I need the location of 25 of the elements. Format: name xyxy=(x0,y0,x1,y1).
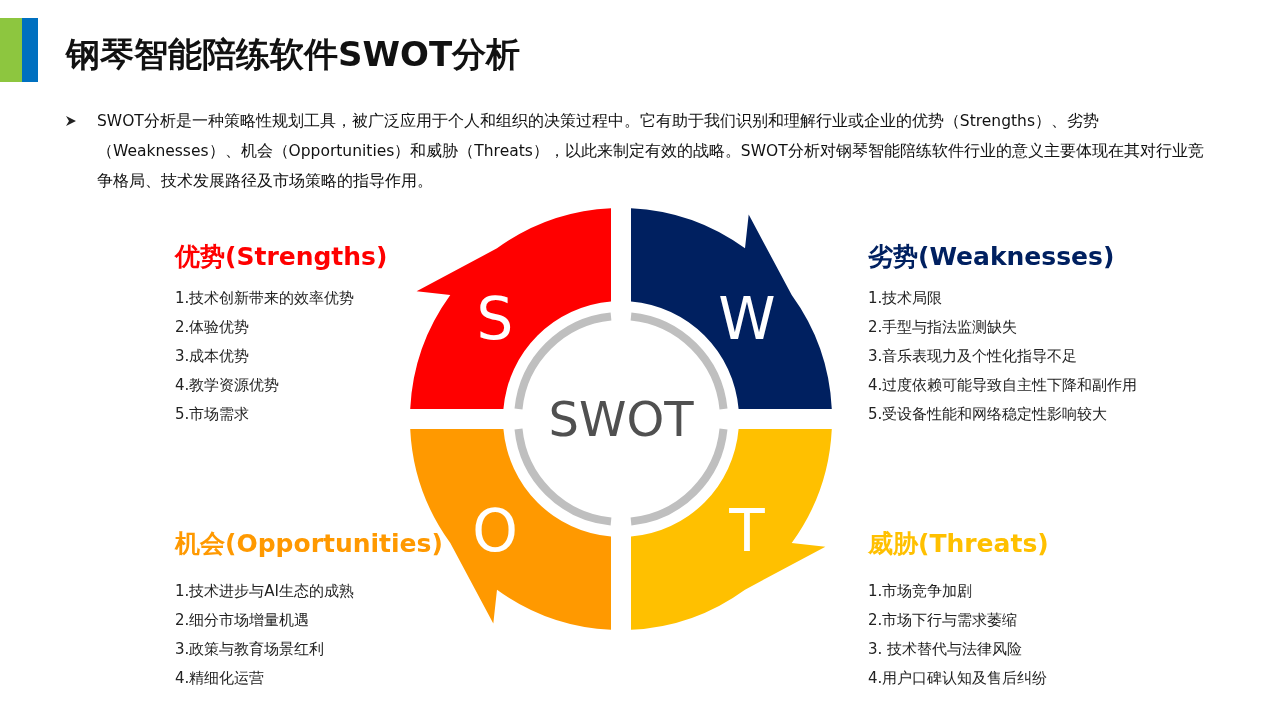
list-item: 3. 技术替代与法律风险 xyxy=(868,642,1023,657)
list-item: 3.成本优势 xyxy=(175,349,250,364)
list-item: 4.精细化运营 xyxy=(175,671,265,686)
list-item: 4.用户口碑认知及售后纠纷 xyxy=(868,671,1048,686)
center-label: SWOT xyxy=(548,395,694,443)
list-item: 2.市场下行与需求萎缩 xyxy=(868,613,1018,628)
list-item: 2.手型与指法监测缺失 xyxy=(868,320,1018,335)
list-item: 5.受设备性能和网络稳定性影响较大 xyxy=(868,407,1108,422)
list-item: 3.政策与教育场景红利 xyxy=(175,642,325,657)
list-item: 2.体验优势 xyxy=(175,320,250,335)
quadrant-letter: O xyxy=(472,502,518,560)
list-item: 5.市场需求 xyxy=(175,407,250,422)
list-item: 2.细分市场增量机遇 xyxy=(175,613,310,628)
list-item: 1.技术创新带来的效率优势 xyxy=(175,291,355,306)
quadrant-letter: W xyxy=(718,290,776,348)
title: 钢琴智能陪练软件SWOT分析 xyxy=(66,34,521,75)
list-item: 1.市场竞争加剧 xyxy=(868,584,973,599)
list-item: 4.过度依赖可能导致自主性下降和副作用 xyxy=(868,378,1138,393)
quadrant-letter: T xyxy=(729,502,765,560)
column-heading: 机会(Opportunities) xyxy=(175,531,443,556)
list-item: 4.教学资源优势 xyxy=(175,378,280,393)
list-item: 1.技术局限 xyxy=(868,291,943,306)
intro-paragraph: SWOT分析是一种策略性规划工具，被广泛应用于个人和组织的决策过程中。它有助于我们识别和理解行业或企业的优势（Strengths）、劣势（Weaknesses）、机会（Opportunities）和威胁（Threats），以此来制定有效的战略。SWOT分析对钢琴智能陪练软件行业的意义主要体现在其对行业竞争格局、技术发展路径及市场策略的指导作用。 xyxy=(97,111,1205,192)
list-item: 3.音乐表现力及个性化指导不足 xyxy=(868,349,1078,364)
quadrant-letter: S xyxy=(476,290,514,348)
